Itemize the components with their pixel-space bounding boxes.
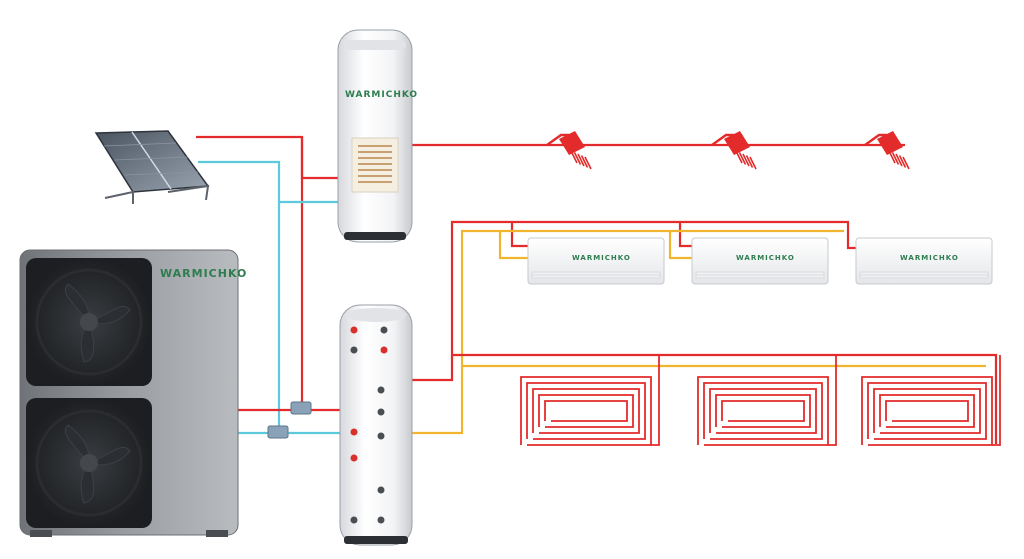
fan-coil-brand-label: WARMICHKO [900, 254, 959, 262]
tee-fitting-cold [267, 425, 289, 439]
fan-coil-unit: WARMICHKO [691, 237, 829, 285]
buffer-tank-ports [350, 326, 388, 524]
underfloor-heating-coil [520, 355, 660, 446]
fancoil-supply-pipe [410, 220, 860, 382]
shower-head-icon [546, 131, 592, 170]
pipe-network [196, 135, 998, 444]
fan-coil-unit: WARMICHKO [855, 237, 993, 285]
heat-pump-unit: WARMICHKO [19, 249, 247, 537]
water-tank-brand-label: WARMICHKO [345, 90, 418, 100]
fan-coil-unit: WARMICHKO [527, 237, 665, 285]
fancoil-return-pipe [410, 229, 844, 435]
buffer-tank [339, 304, 413, 546]
solar-hot-pipe [196, 135, 342, 180]
tee-fitting-hot [290, 401, 312, 415]
fancoil-return-1 [498, 231, 528, 260]
fan-coil-group: WARMICHKO WARMICHKO WARMICHKO [527, 237, 993, 285]
shower-head-icon [711, 131, 757, 170]
underfloor-heating-coil [697, 355, 837, 446]
solar-cold-pipe [198, 160, 281, 430]
shower-group [546, 131, 910, 170]
fan-coil-brand-label: WARMICHKO [572, 254, 631, 262]
fancoil-drop-1 [510, 222, 530, 248]
floor-heating-group [520, 355, 1001, 446]
solar-collector [94, 130, 210, 204]
hot-water-cylinder: WARMICHKO [337, 29, 418, 243]
underfloor-heating-coil [861, 355, 1001, 446]
heat-pump-brand-label: WARMICHKO [160, 267, 247, 280]
fan-coil-brand-label: WARMICHKO [736, 254, 795, 262]
floor-supply-pipe [452, 353, 998, 444]
shower-head-icon [864, 131, 910, 170]
fancoil-return-2 [668, 231, 692, 260]
